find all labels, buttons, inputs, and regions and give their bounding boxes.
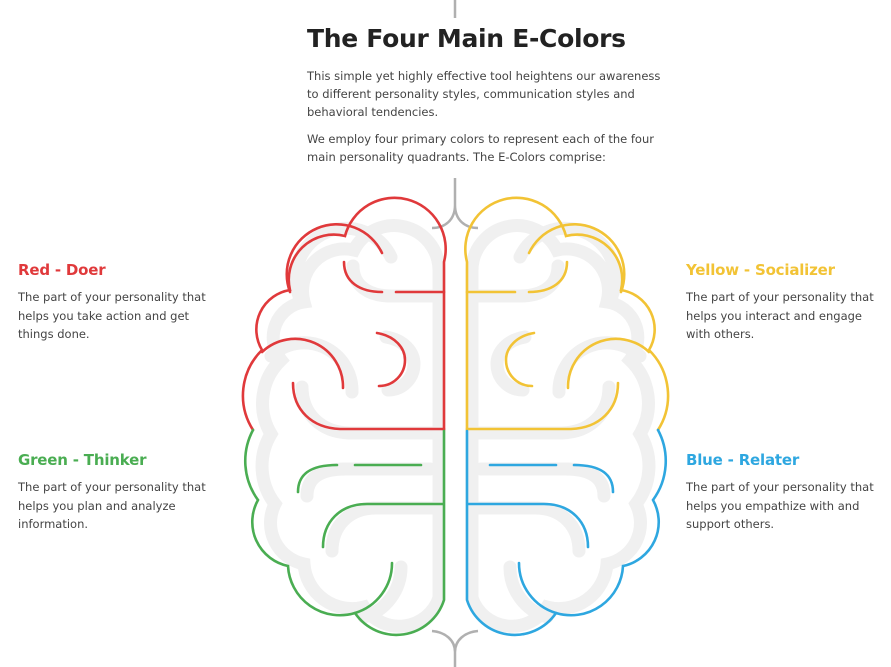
intro-text: This simple yet highly effective tool he… [307, 67, 660, 175]
category-description: The part of your personality that helps … [18, 290, 206, 341]
right-hemisphere [464, 196, 670, 637]
category-description: The part of your personality that helps … [18, 480, 206, 531]
intro-paragraph-1: This simple yet highly effective tool he… [307, 69, 661, 119]
category-description: The part of your personality that helps … [686, 290, 874, 341]
intro-paragraph-2: We employ four primary colors to represe… [307, 132, 654, 164]
category-yellow: Yellow - Socializer The part of your per… [686, 261, 891, 344]
left-hemisphere [241, 196, 447, 637]
brace-bottom [431, 629, 479, 667]
page-title: The Four Main E-Colors [307, 24, 626, 53]
brace-top [431, 0, 479, 230]
category-blue: Blue - Relater The part of your personal… [686, 451, 891, 534]
category-red: Red - Doer The part of your personality … [18, 261, 228, 344]
category-title: Green - Thinker [18, 451, 147, 469]
category-title: Yellow - Socializer [686, 261, 835, 279]
category-description: The part of your personality that helps … [686, 480, 874, 531]
category-green: Green - Thinker The part of your persona… [18, 451, 228, 534]
category-title: Red - Doer [18, 261, 106, 279]
category-title: Blue - Relater [686, 451, 800, 469]
